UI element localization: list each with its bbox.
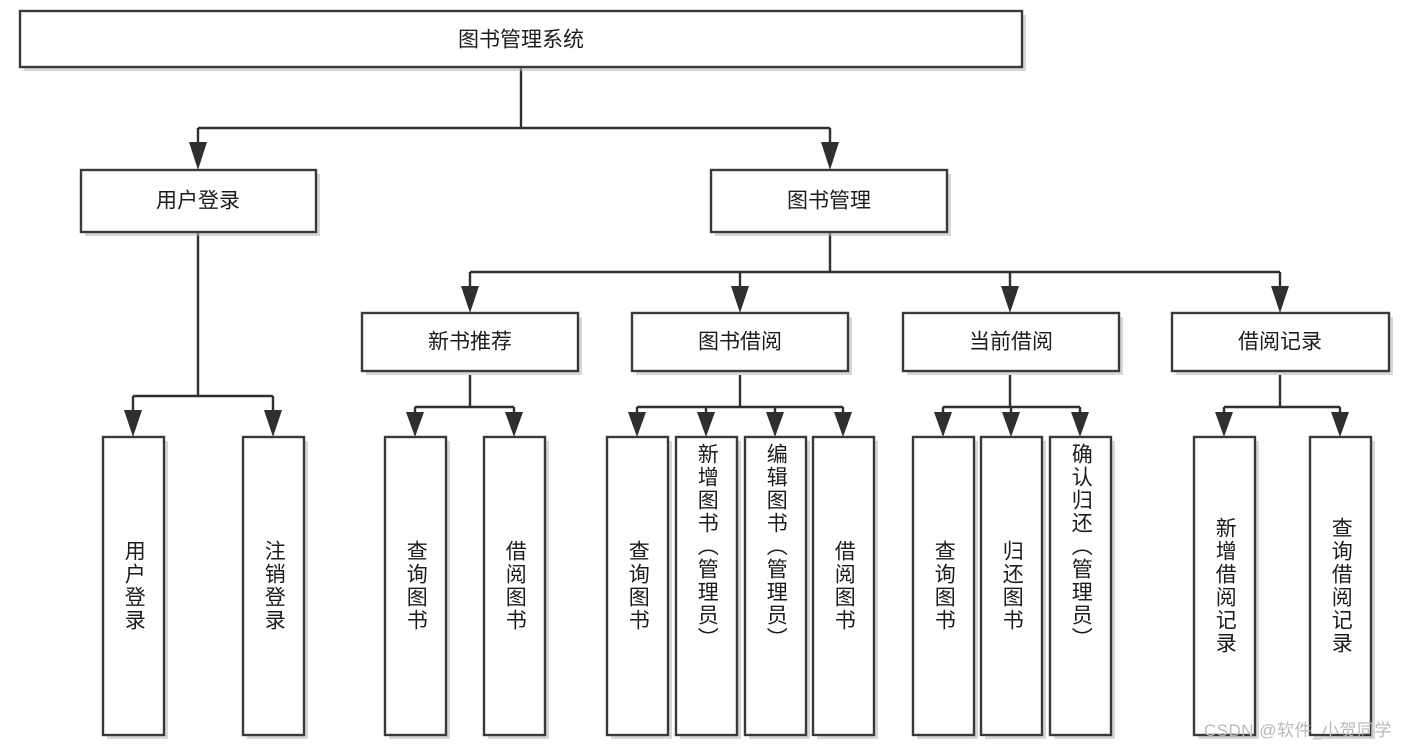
arrow-head-leaf-book-borrow-4 <box>834 412 852 437</box>
node-new-book-recommend[interactable] <box>360 311 580 373</box>
arrow-head-leaf-user-login-1 <box>124 410 142 437</box>
node-leaf-borrow-record-1[interactable] <box>1192 435 1257 737</box>
node-book-borrow-label: 图书借阅 <box>698 331 782 354</box>
arrow-head-leaf-book-borrow-3 <box>766 412 784 437</box>
node-book-manage-label: 图书管理 <box>787 190 871 213</box>
csdn-watermark: CSDN @软件_小贺同学 <box>1203 721 1392 740</box>
node-leaf-current-borrow-3[interactable] <box>1048 435 1113 737</box>
node-borrow-record[interactable] <box>1170 311 1391 373</box>
arrow-head-leaf-borrow-record-2 <box>1331 412 1349 437</box>
node-user-login[interactable] <box>79 168 318 234</box>
node-leaf-current-borrow-2[interactable] <box>979 435 1044 737</box>
node-book-manage[interactable] <box>709 168 949 234</box>
arrow-head-current-borrow <box>1001 286 1019 313</box>
arrow-head-user-login <box>189 142 207 170</box>
arrow-head-leaf-current-borrow-1 <box>934 412 952 437</box>
node-current-borrow-label: 当前借阅 <box>969 331 1053 354</box>
arrow-head-leaf-user-login-2 <box>264 410 282 437</box>
arrow-head-leaf-new-book-2 <box>505 412 523 437</box>
node-leaf-new-book-1[interactable] <box>383 435 448 737</box>
arrow-head-leaf-new-book-1 <box>406 412 424 437</box>
node-leaf-book-borrow-4[interactable] <box>811 435 876 737</box>
connector-layer <box>124 68 1349 437</box>
node-book-borrow[interactable] <box>630 311 850 373</box>
node-leaf-user-login-2[interactable] <box>241 435 306 737</box>
arrow-head-leaf-book-borrow-2 <box>697 412 715 437</box>
arrow-head-book-manage <box>821 142 839 170</box>
arrow-head-new-book-recommend <box>461 286 479 313</box>
node-user-login-label: 用户登录 <box>156 190 240 213</box>
arrow-head-leaf-book-borrow-1 <box>628 412 646 437</box>
node-layer: 图书管理系统 用户登录 图书管理 新书推荐 图书借阅 当前借阅 借阅记录 <box>18 9 1393 739</box>
node-leaf-user-login-1[interactable] <box>101 435 166 737</box>
arrow-head-leaf-borrow-record-1 <box>1215 412 1233 437</box>
node-root-label: 图书管理系统 <box>458 29 584 52</box>
node-current-borrow[interactable] <box>901 311 1121 373</box>
arrow-head-leaf-current-borrow-2 <box>1002 412 1020 437</box>
node-root[interactable] <box>18 9 1024 69</box>
node-leaf-book-borrow-2[interactable] <box>674 435 739 737</box>
arrow-head-borrow-record <box>1271 286 1289 313</box>
node-leaf-borrow-record-2[interactable] <box>1308 435 1373 737</box>
node-new-book-recommend-label: 新书推荐 <box>428 331 512 354</box>
node-leaf-book-borrow-1[interactable] <box>605 435 670 737</box>
node-borrow-record-label: 借阅记录 <box>1238 331 1322 354</box>
node-leaf-new-book-2[interactable] <box>482 435 547 737</box>
arrow-head-book-borrow <box>731 286 749 313</box>
node-leaf-book-borrow-3[interactable] <box>743 435 808 737</box>
node-leaf-current-borrow-1[interactable] <box>911 435 976 737</box>
arrow-head-leaf-current-borrow-3 <box>1071 412 1089 437</box>
